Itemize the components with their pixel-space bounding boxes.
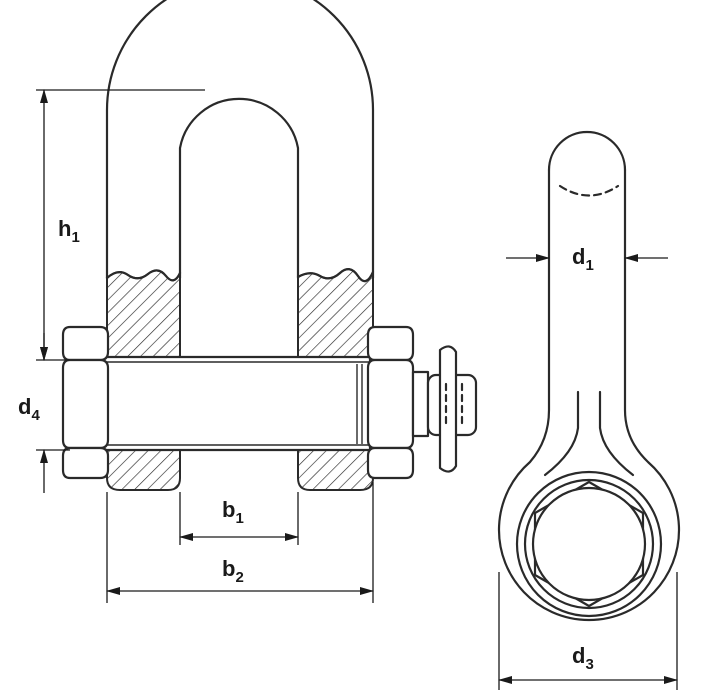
hatched-section-lower-right <box>297 449 374 491</box>
dimension-d4: d4 <box>18 333 70 493</box>
bolt-shank <box>98 355 372 452</box>
dimension-b1: b1 <box>179 492 299 545</box>
label-b1: b <box>222 497 235 522</box>
label-b2: b <box>222 556 235 581</box>
label-d3: d <box>572 643 585 668</box>
dimension-b2: b2 <box>106 482 374 603</box>
dimension-d1: d1 <box>506 244 668 274</box>
svg-text:b1: b1 <box>222 497 244 527</box>
cotter-pin <box>411 345 478 473</box>
dimension-d3: d3 <box>498 572 678 690</box>
bolt-head <box>61 325 110 480</box>
shackle-bow-inner <box>178 97 300 280</box>
svg-text:d3: d3 <box>572 643 594 673</box>
shackle-front-view <box>61 0 478 491</box>
shackle-side-view <box>497 130 681 622</box>
svg-text:d1: d1 <box>572 244 594 274</box>
hatched-section-lower-left <box>106 449 181 491</box>
label-d1: d <box>572 244 585 269</box>
hatched-section-upper-left <box>106 269 181 358</box>
side-body-outer <box>497 168 681 622</box>
hatched-section-upper-right <box>297 268 374 358</box>
bolt-nut <box>356 325 415 480</box>
svg-text:b2: b2 <box>222 556 244 586</box>
eye-ring <box>515 470 663 618</box>
shackle-bow <box>105 0 375 280</box>
label-h1: h <box>58 216 71 241</box>
svg-text:h1: h1 <box>58 216 80 246</box>
label-d4: d <box>18 394 31 419</box>
pin-top <box>547 130 627 172</box>
svg-text:d4: d4 <box>18 394 40 424</box>
